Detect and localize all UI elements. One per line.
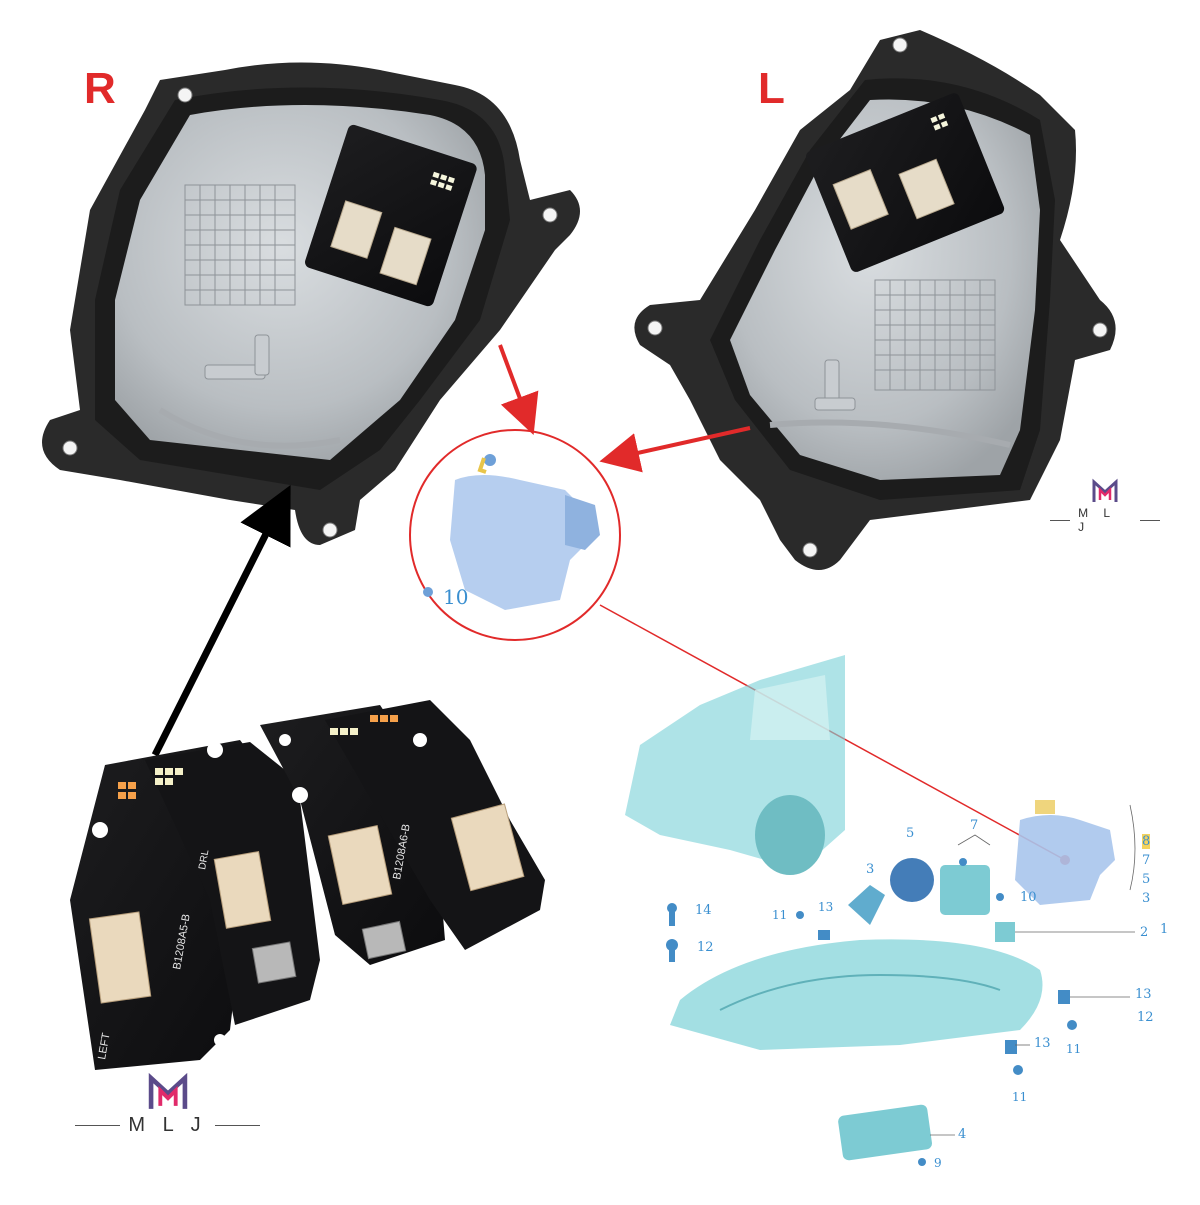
legend-item-2: 5	[1142, 872, 1151, 887]
legend-item-1: 7	[1142, 853, 1151, 868]
pcb-pointer-arrow	[151, 484, 291, 757]
callout-5: 5	[906, 826, 915, 841]
callout-11-top: 11	[772, 908, 788, 922]
logo-rule-right	[1139, 519, 1160, 521]
callout-9: 9	[934, 1156, 942, 1170]
brand-logo-bottom: M L J	[70, 1072, 265, 1137]
zoom-callout-10: 10	[443, 585, 469, 609]
callout-1: 1	[1160, 922, 1169, 937]
logo-text-bottom: M L J	[128, 1114, 207, 1136]
callout-2: 2	[1140, 925, 1149, 940]
callout-13-bottom: 13	[1034, 1036, 1051, 1051]
zoom-circle	[409, 429, 621, 641]
callout-12: 12	[697, 940, 714, 955]
callout-10: 10	[1020, 890, 1037, 905]
logo-mark-icon	[148, 1072, 187, 1109]
callout-7: 7	[970, 818, 979, 833]
right-side-label: R	[84, 64, 116, 113]
pcb-text-left: LEFT	[96, 1032, 113, 1061]
logo-rule-left	[1050, 519, 1071, 521]
callout-13-top: 13	[818, 900, 834, 914]
legend-item-3: 3	[1142, 891, 1151, 906]
logo-rule-right	[214, 1125, 260, 1126]
logo-text-top: M L J	[1078, 506, 1116, 534]
legend-item-0: 8	[1142, 834, 1151, 849]
callout-13-right: 13	[1135, 987, 1152, 1002]
callout-3: 3	[866, 862, 875, 877]
callout-11-bottom: 11	[1012, 1090, 1028, 1104]
logo-rule-left	[75, 1125, 121, 1126]
left-side-label: L	[758, 64, 785, 113]
right-housing	[42, 62, 580, 545]
brand-logo-top: M L J	[1050, 478, 1160, 534]
led-driver-boards	[70, 700, 545, 1070]
callout-11-right: 11	[1066, 1042, 1082, 1056]
callout-14: 14	[695, 903, 712, 918]
exploded-parts-diagram	[625, 655, 1136, 1166]
logo-mark-icon	[1092, 478, 1118, 502]
legend-list: 8 7 5 3	[1142, 832, 1151, 908]
callout-4: 4	[958, 1127, 967, 1142]
pcb-text-drl: DRL	[197, 848, 211, 870]
callout-12-right: 12	[1137, 1010, 1154, 1025]
left-housing	[634, 30, 1116, 570]
